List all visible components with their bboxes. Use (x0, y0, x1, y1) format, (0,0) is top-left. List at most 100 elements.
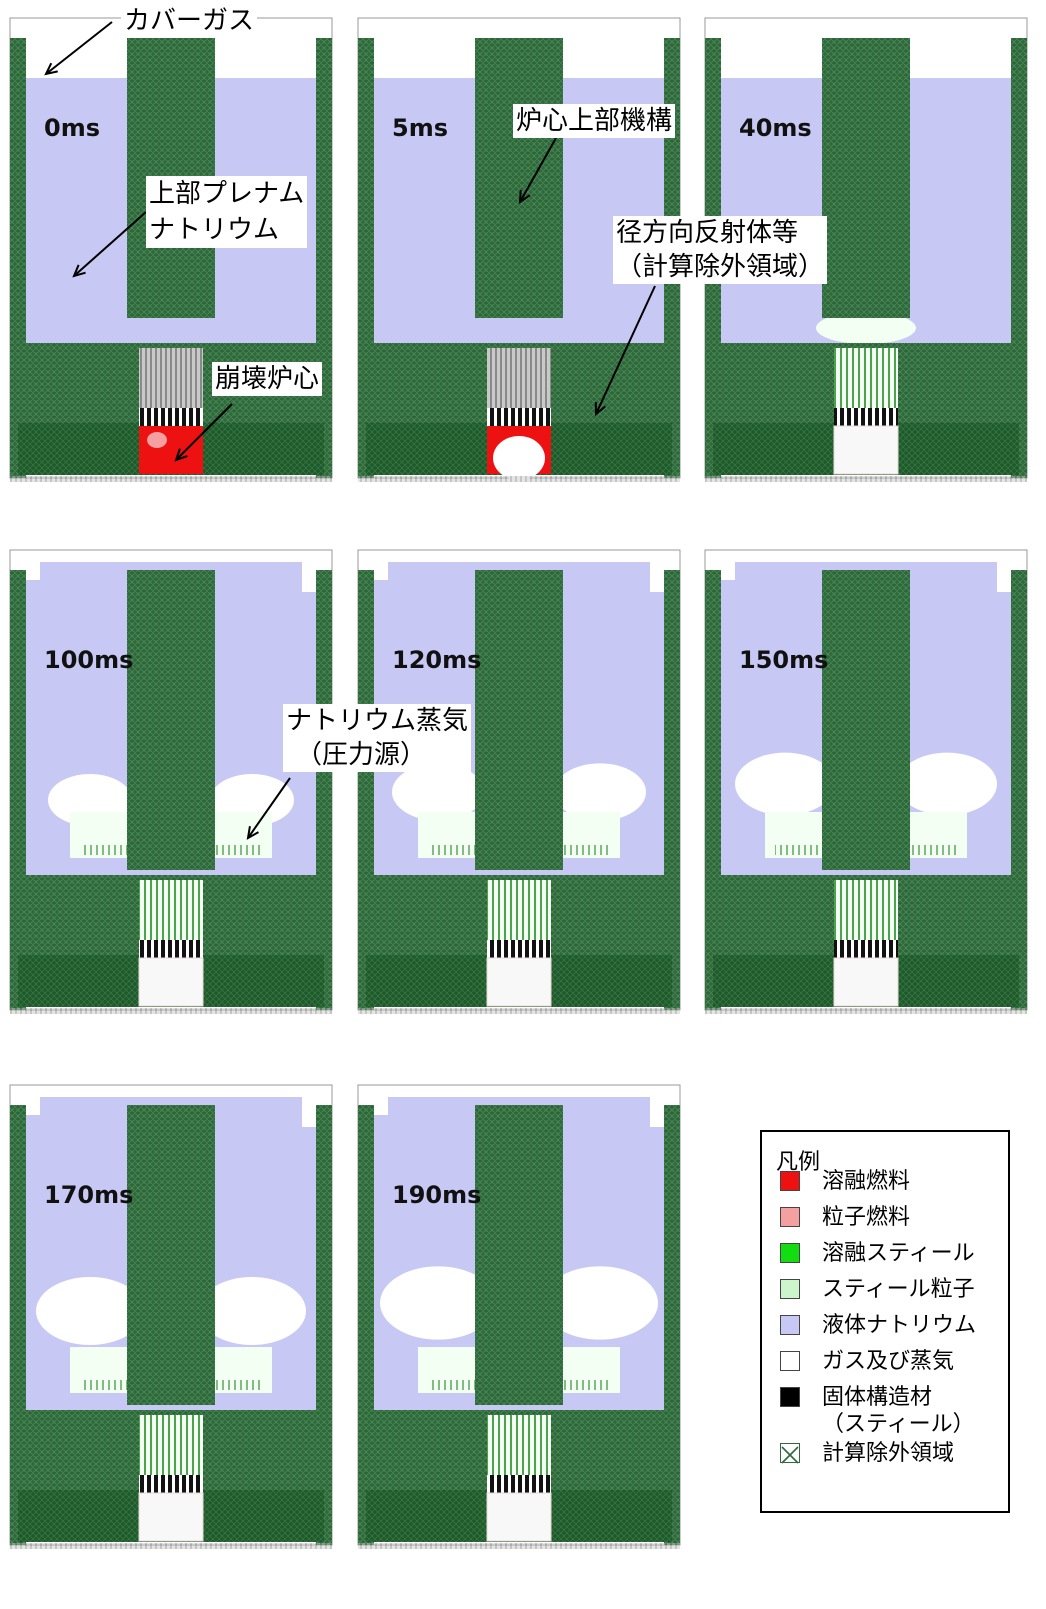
label-radial-line1: 径方向反射体等 (616, 218, 799, 248)
time-label: 0ms (44, 114, 100, 142)
time-label: 120ms (392, 646, 481, 674)
upper-core-structure (822, 38, 910, 318)
legend-label: 粒子燃料 (822, 1205, 911, 1230)
solid-structure (139, 940, 203, 958)
vapor-bubble (542, 1266, 658, 1340)
arrow-sodium-vapor-head (246, 825, 259, 840)
solid-structure (139, 1475, 203, 1493)
legend-label: スティール粒子 (822, 1277, 975, 1302)
upper-core-structure (127, 1105, 215, 1405)
sim-panel: 150ms (704, 549, 1028, 1014)
upper-core-structure (822, 570, 910, 870)
core-gas-outline (138, 1492, 204, 1542)
axis-ticks (10, 1008, 332, 1014)
cover-gas-pocket (26, 562, 40, 580)
axis-ticks (358, 1008, 680, 1014)
legend-label: 計算除外領域 (822, 1441, 955, 1466)
core-gas (139, 958, 203, 1006)
label-radial-line2: （計算除外領域） (616, 252, 825, 282)
axis-ticks (358, 476, 680, 482)
label-upper-plenum-line2: ナトリウム (149, 215, 280, 245)
vapor-bubble (816, 312, 916, 344)
arrow-disrupted-core-head (174, 448, 188, 462)
core-debris (834, 348, 898, 408)
core-gas-outline (833, 425, 899, 475)
arrow-upper-core-structure-head (518, 189, 531, 205)
cover-gas-pocket (302, 1097, 316, 1127)
legend-label: ガス及び蒸気 (822, 1349, 955, 1374)
sim-panel: 170ms (9, 1084, 333, 1549)
arrow-disrupted-core (175, 403, 233, 461)
core-debris (834, 880, 898, 940)
cover-gas-pocket (650, 562, 664, 592)
core-gas-outline (833, 957, 899, 1007)
cover-gas-pocket (997, 562, 1011, 592)
time-label: 40ms (739, 114, 812, 142)
solid-structure (139, 408, 203, 426)
time-label: 150ms (739, 646, 828, 674)
sim-panel: 120ms (357, 549, 681, 1014)
axis-ticks (705, 1008, 1027, 1014)
core-gas (139, 1493, 203, 1541)
legend-swatch (780, 1443, 800, 1464)
axis-ticks (10, 476, 332, 482)
upper-core-structure (475, 570, 563, 870)
upper-core-structure (475, 38, 563, 318)
sim-panel: 100ms (9, 549, 333, 1014)
cover-gas-pocket (721, 562, 735, 580)
core-gas (834, 958, 898, 1006)
upper-core-structure (475, 1105, 563, 1405)
label-cover-gas: カバーガス (121, 4, 258, 38)
solid-structure (834, 940, 898, 958)
vapor-bubble (380, 1266, 496, 1340)
gas-bubble (493, 436, 545, 480)
label-upper-core-structure: 炉心上部機構 (513, 104, 676, 138)
arrow-upper-plenum-head (72, 264, 86, 278)
sim-panel: 40ms (704, 17, 1028, 482)
core-debris (487, 880, 551, 940)
time-label: 5ms (392, 114, 448, 142)
axis-ticks (358, 1543, 680, 1549)
legend-label: 液体ナトリウム (822, 1313, 977, 1338)
solid-structure (487, 940, 551, 958)
core-debris (139, 1415, 203, 1475)
legend-label: 溶融燃料 (822, 1169, 911, 1194)
legend-title: 凡例 (776, 1150, 821, 1175)
label-sodium-vapor-line2: （圧力源） (296, 740, 427, 770)
legend-swatch (780, 1351, 800, 1371)
vapor-bubble (36, 1277, 144, 1345)
legend-label-line2: （スティール） (822, 1412, 975, 1437)
arrow-cover-gas-head (44, 62, 58, 76)
molten-fuel (139, 426, 203, 474)
core-gas (487, 958, 551, 1006)
legend-swatch (780, 1315, 800, 1335)
cover-gas-pocket (374, 1097, 388, 1115)
excluded-cross-icon (781, 1446, 799, 1464)
core-gas-outline (486, 957, 552, 1007)
cover-gas-pocket (650, 1097, 664, 1127)
arrow-upper-plenum (73, 211, 147, 277)
fuel-pins (139, 348, 203, 408)
vapor-bubble (735, 752, 835, 816)
label-disrupted-core: 崩壊炉心 (212, 362, 323, 396)
vapor-bubble (554, 763, 646, 821)
axis-ticks (10, 1543, 332, 1549)
legend-label: 固体構造材（スティール） (822, 1385, 975, 1437)
time-label: 190ms (392, 1181, 481, 1209)
cover-gas-pocket (26, 1097, 40, 1115)
fuel-pins (487, 348, 551, 408)
axis-ticks (705, 476, 1027, 482)
legend-label: 溶融スティール (822, 1241, 975, 1266)
core-gas-outline (138, 957, 204, 1007)
legend-swatch (780, 1387, 800, 1407)
legend: 凡例 溶融燃料粒子燃料溶融スティールスティール粒子液体ナトリウムガス及び蒸気固体… (760, 1130, 1010, 1513)
label-upper-plenum-line1: 上部プレナム (149, 179, 305, 209)
core-gas-outline (486, 1492, 552, 1542)
arrow-cover-gas (45, 21, 113, 75)
time-label: 170ms (44, 1181, 133, 1209)
legend-swatch (780, 1171, 800, 1191)
label-sodium-vapor: ナトリウム蒸気 （圧力源） (283, 704, 472, 772)
legend-swatch (780, 1243, 800, 1263)
cover-gas-pocket (374, 562, 388, 580)
